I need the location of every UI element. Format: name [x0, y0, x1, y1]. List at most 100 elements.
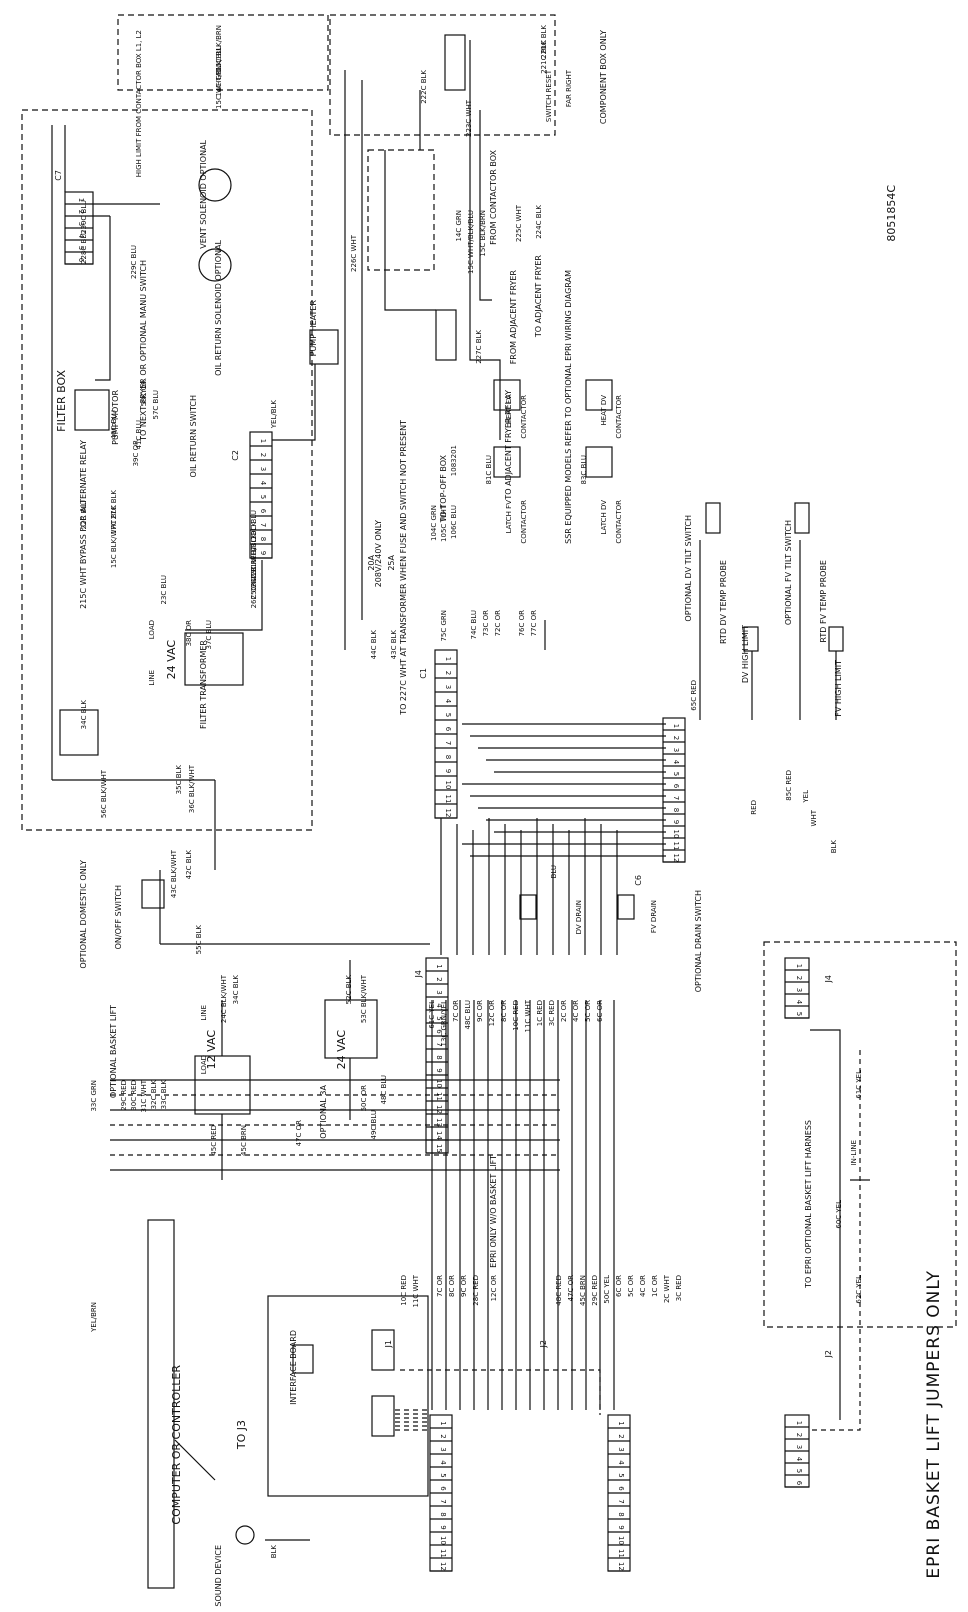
- j1-wire-11c: 11C WHT: [412, 1275, 420, 1308]
- epri-j4-strip-pin: 3: [795, 988, 803, 992]
- c1-strip-pin: 11: [444, 795, 452, 804]
- epri-j4-strip-pin: 4: [795, 1000, 803, 1005]
- c1-strip-pin: 4: [444, 699, 452, 704]
- wire-23c: 23C BLU: [160, 575, 168, 605]
- epri-wire-61c: 61C YEL: [855, 1070, 863, 1099]
- j2-strip-pin: 12: [617, 1562, 625, 1571]
- contactor-heat-fv: HEAT FV: [505, 395, 513, 425]
- probe-wire-85c: 85C RED: [785, 770, 793, 801]
- epri-61c-wire: [810, 1029, 841, 1420]
- c2-strip-pin: 1: [259, 439, 267, 443]
- pump-motor-box: [74, 389, 110, 431]
- heater-c2-wire: [272, 364, 316, 441]
- filter-transformer-rating: 24 VAC: [165, 640, 178, 680]
- basket-wire-33c-grn: 33C GRN: [90, 1080, 98, 1112]
- sound-label: SOUND DEVICE: [214, 1545, 223, 1607]
- epri-j2-strip-pin: 3: [795, 1445, 803, 1449]
- j2-strip-pin: 3: [617, 1447, 625, 1451]
- c2-strip-pin: 6: [259, 509, 267, 514]
- interface-board-outline: [267, 1295, 429, 1497]
- basket-wire-29c: 29C RED: [120, 1080, 128, 1111]
- c7-strip-pin: 3: [77, 222, 85, 226]
- j4-strip-pin: 14: [435, 1131, 443, 1140]
- epri-j2-strip-pin: 5: [795, 1469, 803, 1473]
- c6-strip-pin: 7: [672, 796, 680, 800]
- dv-high-limit-box: [743, 626, 759, 652]
- j2-strip-pin: 6: [617, 1486, 625, 1491]
- fv-drain-box: [617, 894, 635, 920]
- j4-bottom-8c: 8C OR: [500, 1000, 508, 1022]
- top-off-wire-106c: 106C BLU: [450, 505, 458, 539]
- fuse-20a: 20A: [367, 555, 376, 571]
- basket-wire-30c: 30C RED: [130, 1080, 138, 1111]
- interface-j1-box: [371, 1395, 395, 1437]
- component-wire-223c: 223C WHT: [465, 100, 473, 137]
- j1-strip-pin: 8: [439, 1512, 447, 1516]
- epri-wire-60c: 60C YEL: [835, 1200, 843, 1229]
- contactor-latch-dv: LATCH DV: [600, 500, 608, 535]
- probe-wire-65c: 65C RED: [690, 680, 698, 711]
- j1-strip-pin: 3: [439, 1447, 447, 1451]
- j4-strip-pin: 5: [435, 1016, 443, 1020]
- adjacent-wire-226c: 226C WHT: [350, 235, 358, 272]
- j4-bottom-7c: 7C OR: [452, 1000, 460, 1022]
- wire-38c: 38C OR: [185, 620, 193, 647]
- j4-bottom-6c: 6C OR: [596, 1000, 604, 1022]
- epri-62c-wire: [810, 1050, 861, 1431]
- j4-bottom-10c: 10C RED: [512, 1000, 520, 1031]
- j4-strip-pin: 10: [435, 1079, 443, 1088]
- epri-j2-strip-pin: 6: [795, 1481, 803, 1486]
- c7-strip-pin: 2: [77, 210, 85, 214]
- top-off-wire-104c: 104C GRN: [430, 505, 438, 541]
- c1-strip-pin: 6: [444, 727, 452, 732]
- j2-strip-pin: 5: [617, 1473, 625, 1477]
- j2-wire-29c: 29C RED: [591, 1275, 599, 1306]
- drawing-title: EPRI BASKET LIFT JUMPERS ONLY: [924, 1270, 944, 1579]
- pump-heater-box: [309, 329, 339, 365]
- wire-layer: 1234561234567891011121234567891011121234…: [21, 14, 957, 1589]
- probe-wire-wht: WHT: [810, 810, 818, 827]
- dv-tilt-switch-box: [705, 502, 721, 534]
- j4-bottom-1c: 1C RED: [536, 1000, 544, 1027]
- from-adjacent-fryer: FROM ADJACENT FRYER: [509, 270, 518, 365]
- dv-temp-probe: RTD DV TEMP PROBE: [719, 560, 728, 645]
- contactor-note-box: [117, 14, 329, 91]
- adjacent-wire-15c-blk: 15C BLK/BRN: [479, 210, 487, 257]
- epri-j2-strip-pin: 2: [795, 1433, 803, 1437]
- vent-solenoid-label: VENT SOLENOID OPTIONAL: [199, 140, 208, 249]
- epri-j2-strip-pin: 4: [795, 1457, 803, 1462]
- domestic-wire-43c: 43C BLK/WHT: [170, 850, 178, 899]
- fv-temp-probe: RTD FV TEMP PROBE: [819, 560, 828, 643]
- probe-wire-red: RED: [750, 800, 758, 815]
- adjacent-wire-224c: 224C BLK: [535, 205, 543, 239]
- basket-wire-48c: 48C BLU: [380, 1075, 388, 1105]
- transformer-feed-wire: [185, 560, 263, 631]
- fuse-25a: 25A: [387, 555, 396, 571]
- wire-35c: 35C BLK: [175, 765, 183, 795]
- j2-label: J2: [539, 1340, 548, 1348]
- component-wire-15c-blk: 15C BLK/BRN: [215, 25, 223, 72]
- on-off-switch-label: ON/OFF SWITCH: [114, 885, 123, 950]
- j4-bottom-4c: 4C OR: [572, 1000, 580, 1022]
- j2-wire-3c: 3C RED: [675, 1275, 683, 1302]
- switch-reset-label: SWITCH RESET: [545, 70, 553, 123]
- wire-37c: 37C BLU: [205, 620, 213, 650]
- contactor-latch-fv-box: [493, 446, 521, 478]
- interface-board-label: INTERFACE BOARD: [289, 1330, 298, 1405]
- to-adjacent-fryer: TO ADJACENT FRYER: [534, 255, 543, 338]
- j2-strip-pin: 9: [617, 1525, 625, 1529]
- probe-wire-yel: YEL: [802, 790, 810, 803]
- j1-strip-pin: 4: [439, 1460, 447, 1465]
- contactor-heat-fv-box: [493, 379, 521, 411]
- oil-return-coil: [198, 248, 232, 282]
- c2-label: C2: [231, 450, 240, 461]
- domestic-wire-42c: 42C BLK: [185, 850, 193, 880]
- c6-strip-pin: 11: [672, 842, 680, 851]
- basket-24vac: 24 VAC: [335, 1030, 348, 1070]
- to-adjacent-wire: [479, 110, 492, 301]
- contactor-latch-fv: LATCH FV: [505, 500, 513, 534]
- c6-strip-pin: 12: [672, 854, 680, 863]
- wire-83c: 83C BLU: [580, 455, 588, 485]
- j2-strip-pin: 4: [617, 1460, 625, 1465]
